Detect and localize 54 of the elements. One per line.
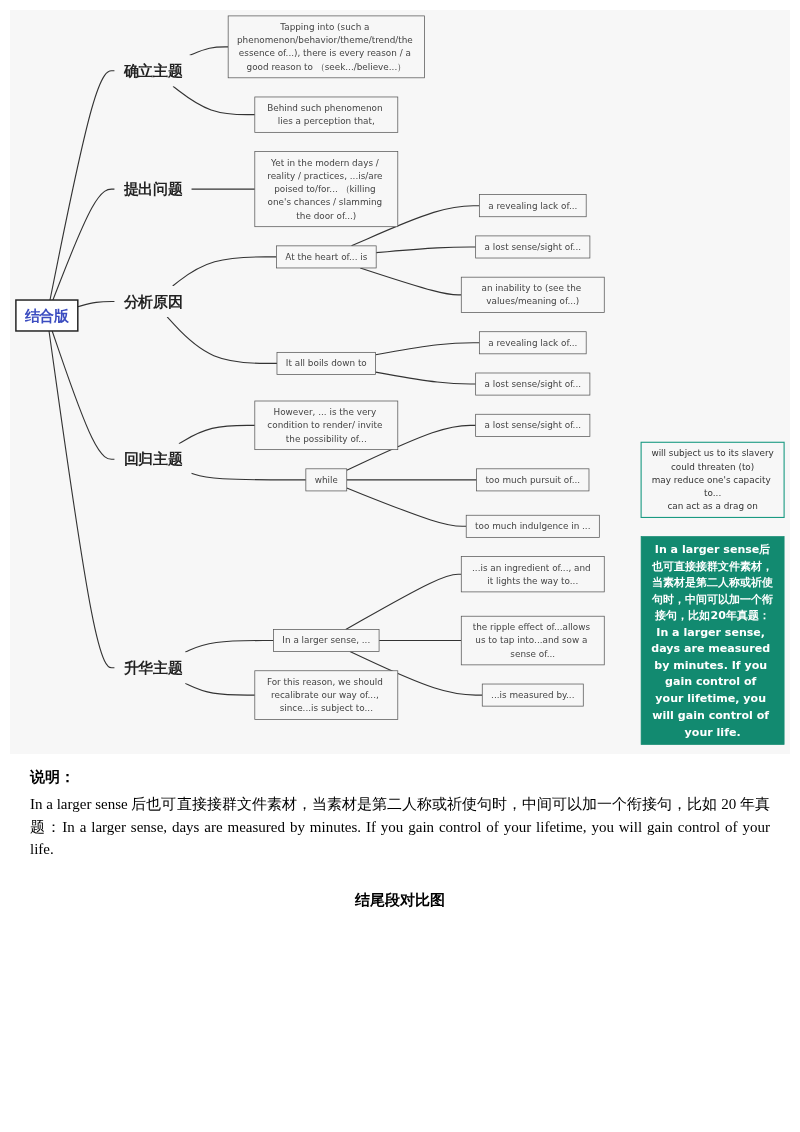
connector [375,342,480,356]
node-box: Tapping into (such a phenomenon/behavior/theme/trend/the essence of...), there is every reason / a good reason to （seek.../believe...） [227,15,425,79]
connector [178,424,256,445]
connector [378,640,462,642]
connector [184,682,256,696]
node-box: Behind such phenomenon lies a perception that, [254,96,399,133]
connector [190,472,307,481]
node-box: the ripple effect of...allows us to tap into...and sow a sense of... [460,615,605,666]
node-box: too much indulgence in ... [465,514,600,538]
node-box: a lost sense/sight of... [475,235,591,259]
node-box: a lost sense/sight of... [475,413,591,437]
node-box: Yet in the modern days / reality / practices, ...is/are poised to/for... （killing one's chances / slamming the door of...) [254,151,399,228]
note-paragraph: In a larger sense 后也可直接接群文件素材，当素材是第二人称或祈使句时，中间可以加一个衔接句，比如 20 年真题：In a larger sense, days are measured by minutes. If you gain control of your lifetime, you will gain control of your life. [30,795,770,860]
connector [346,487,467,527]
node-text: 分析原因 [123,292,183,311]
node-box: For this reason, we should recalibrate our way of..., since...is subject to... [254,670,399,720]
node-box: a revealing lack of... [479,194,587,218]
connector [48,330,116,669]
connector [52,188,116,301]
node-box: At the heart of... is [276,245,377,269]
node-box: an inability to (see the values/meaning of...) [460,276,605,313]
node-box: a lost sense/sight of... [475,372,591,396]
connector [172,85,256,116]
node-box: However, ... is the very condition to render/ invite the possibility of... [254,400,399,450]
connector [345,573,462,631]
node-box: In a larger sense后也可直接接群文件素材，当素材是第二人称或祈使句时，中间可以加一个衔接句，比如20年真题：In a larger sense, days are measured by minutes. If you gain control of your lifetime, you will gain control of your life. [640,536,785,745]
node-box: too much pursuit of... [476,468,590,492]
connector [184,640,275,653]
connector [346,479,478,481]
connector [375,371,477,385]
connector [51,330,116,460]
node-text: 升华主题 [123,658,183,677]
node-box: will subject us to its slavery could threaten (to) may reduce one's capacity to... can act as a drag on [640,441,785,518]
node-box: 结合版 [15,299,79,332]
node-box: ...is an ingredient of..., and it lights the way to... [460,556,605,593]
section-heading: 结尾段对比图 [354,890,446,910]
connector [189,46,229,56]
node-box: In a larger sense, ... [273,629,380,652]
node-box: It all boils down to [276,352,376,375]
connector [349,651,483,696]
node-box: ...is measured by... [481,683,584,707]
connector [375,246,477,254]
connector [190,188,256,190]
node-box: while [305,468,348,492]
node-box: a revealing lack of... [479,331,587,355]
connector [77,300,116,308]
connector [166,316,278,364]
node-text: 提出问题 [123,180,183,198]
connector [172,256,277,287]
connector [49,70,116,301]
label-heading: 说明： [30,768,76,788]
connector [346,424,477,471]
node-text: 确立主题 [123,61,183,80]
node-text: 回归主题 [123,450,183,469]
